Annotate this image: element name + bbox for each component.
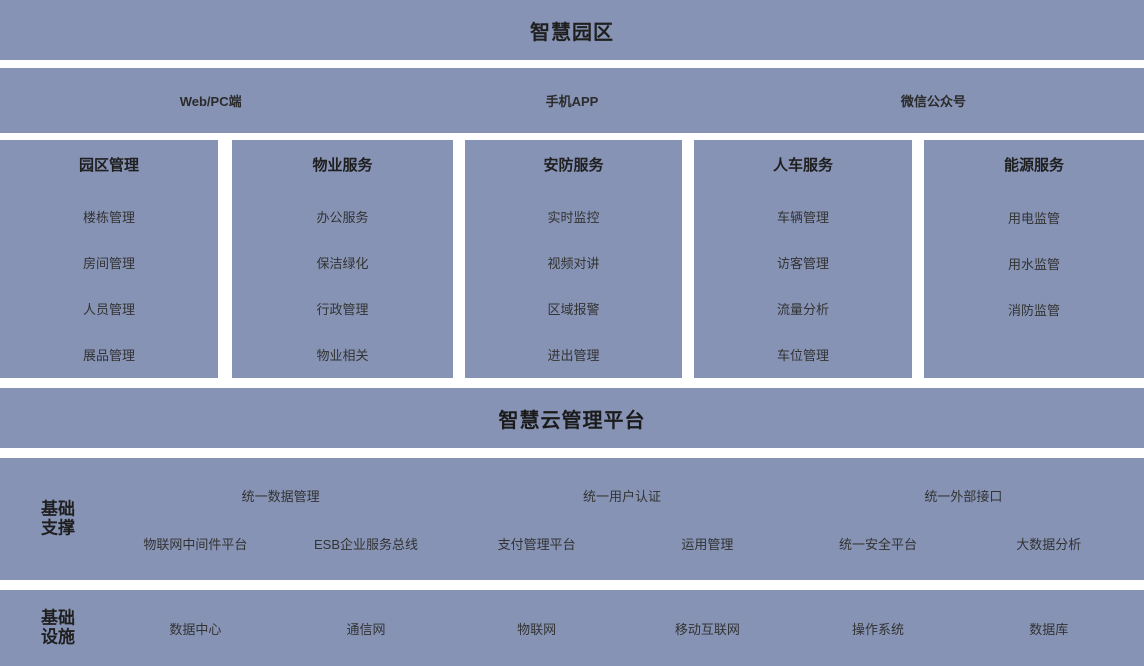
basic-support-label-line1: 基础 [41,499,75,519]
service-column-security-service[interactable]: 安防服务 实时监控 视频对讲 区域报警 进出管理 [465,140,682,378]
service-column-title: 园区管理 [78,157,139,174]
infra-item-mobile-internet[interactable]: 移动互联网 [674,621,740,637]
service-item[interactable]: 视频对讲 [547,256,600,272]
access-channel-band: Web/PC端 手机APP 微信公众号 [0,68,1144,133]
channel-item-mobile-app[interactable]: 手机APP [545,94,599,109]
basic-support-items: 统一数据管理 统一用户认证 统一外部接口 物联网中间件平台 ESB企业服务总线 … [110,458,1134,580]
support-item-unified-data-management[interactable]: 统一数据管理 [241,488,320,504]
support-item-unified-external-interface[interactable]: 统一外部接口 [924,488,1003,504]
service-column-property-service[interactable]: 物业服务 办公服务 保洁绿化 行政管理 物业相关 [232,140,453,378]
service-item[interactable]: 消防监管 [1007,302,1060,318]
service-item[interactable]: 用水监管 [1007,256,1060,272]
support-item-payment-management-platform[interactable]: 支付管理平台 [497,536,576,552]
service-item[interactable]: 车辆管理 [776,210,829,226]
title-band: 智慧园区 [0,0,1144,60]
basic-support-label: 基础 支撑 [36,500,80,537]
service-column-title: 物业服务 [312,157,373,174]
infra-item-database[interactable]: 数据库 [1029,621,1069,637]
cloud-platform-title: 智慧云管理平台 [498,409,646,432]
support-item-iot-middleware-platform[interactable]: 物联网中间件平台 [143,536,248,552]
basic-support-label-line2: 支撑 [41,518,75,537]
infra-item-data-center[interactable]: 数据中心 [169,621,222,637]
service-item[interactable]: 进出管理 [547,347,600,363]
infrastructure-label-line1: 基础 [41,608,75,628]
service-item[interactable]: 实时监控 [547,210,600,226]
service-item[interactable]: 保洁绿化 [316,256,369,272]
basic-support-top-row: 统一数据管理 统一用户认证 统一外部接口 [110,471,1134,519]
service-item[interactable]: 房间管理 [82,256,135,272]
service-item[interactable]: 流量分析 [776,301,829,317]
basic-support-band: 基础 支撑 统一数据管理 统一用户认证 统一外部接口 物联网中间件平台 ESB企… [0,458,1144,580]
service-columns-row: 园区管理 楼栋管理 房间管理 人员管理 展品管理 物业服务 办公服务 保洁绿化 … [0,140,1144,378]
channel-item-wechat-official[interactable]: 微信公众号 [900,94,966,109]
service-item[interactable]: 用电监管 [1007,210,1060,226]
basic-support-bottom-row: 物联网中间件平台 ESB企业服务总线 支付管理平台 运用管理 统一安全平台 大数… [110,519,1134,567]
support-item-application-management[interactable]: 运用管理 [681,536,734,552]
service-item[interactable]: 物业相关 [316,347,369,363]
service-column-title: 能源服务 [1003,157,1064,174]
service-item[interactable]: 区域报警 [547,301,600,317]
infra-item-operating-system[interactable]: 操作系统 [852,621,905,637]
support-item-big-data-analysis[interactable]: 大数据分析 [1016,536,1082,552]
support-item-esb-enterprise-service-bus[interactable]: ESB企业服务总线 [314,536,419,552]
service-item[interactable]: 行政管理 [316,301,369,317]
service-item[interactable]: 办公服务 [316,210,369,226]
service-column-title: 人车服务 [772,157,833,174]
service-item[interactable]: 人员管理 [82,301,135,317]
service-item[interactable]: 楼栋管理 [82,210,135,226]
channel-item-web-pc[interactable]: Web/PC端 [179,94,242,109]
service-column-people-vehicle-service[interactable]: 人车服务 车辆管理 访客管理 流量分析 车位管理 [694,140,912,378]
infrastructure-band: 基础 设施 数据中心 通信网 物联网 移动互联网 操作系统 数据库 [0,590,1144,666]
infrastructure-label: 基础 设施 [36,609,80,646]
infra-item-communication-network[interactable]: 通信网 [346,621,386,637]
infrastructure-items: 数据中心 通信网 物联网 移动互联网 操作系统 数据库 [110,590,1134,666]
support-item-unified-user-auth[interactable]: 统一用户认证 [582,488,661,504]
service-item[interactable]: 访客管理 [776,256,829,272]
cloud-platform-band: 智慧云管理平台 [0,388,1144,448]
service-column-energy-service[interactable]: 能源服务 用电监管 用水监管 消防监管 [924,140,1144,378]
infrastructure-label-line2: 设施 [41,627,75,646]
infra-item-iot[interactable]: 物联网 [517,621,557,637]
service-item[interactable]: 展品管理 [82,347,135,363]
service-column-park-management[interactable]: 园区管理 楼栋管理 房间管理 人员管理 展品管理 [0,140,218,378]
page-title: 智慧园区 [530,21,614,44]
support-item-unified-security-platform[interactable]: 统一安全平台 [839,536,918,552]
service-column-title: 安防服务 [543,157,604,174]
service-item[interactable]: 车位管理 [776,347,829,363]
